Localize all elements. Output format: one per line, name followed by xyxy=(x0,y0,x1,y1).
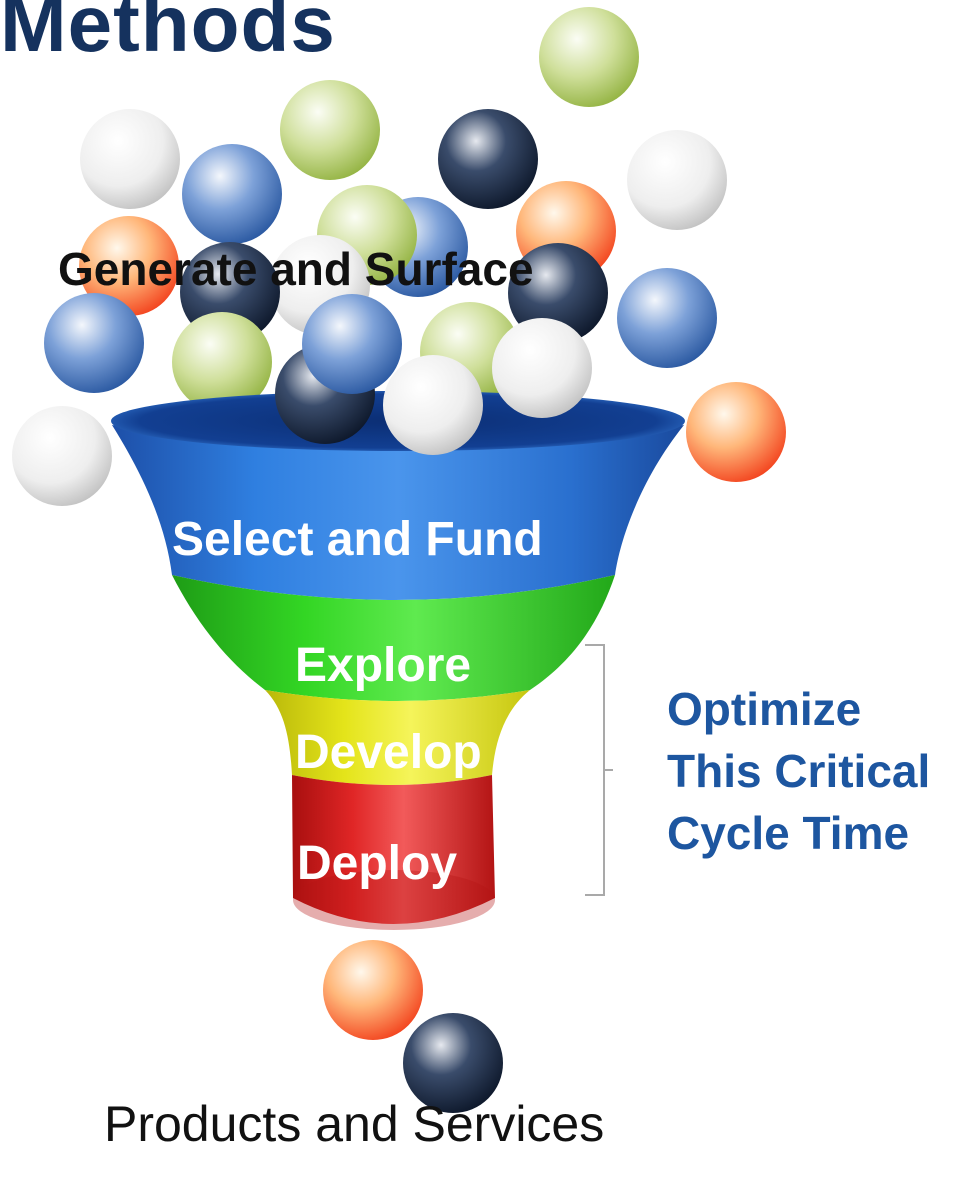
ball-navy xyxy=(403,1013,503,1113)
ball-white xyxy=(627,130,727,230)
callout-text: Optimize This Critical Cycle Time xyxy=(667,678,930,864)
ball-orange xyxy=(79,216,179,316)
funnel-spout xyxy=(293,870,495,930)
ball-green xyxy=(280,80,380,180)
ball-white xyxy=(12,406,112,506)
page-title: Methods xyxy=(0,0,336,68)
ball-blue xyxy=(44,293,144,393)
ball-blue xyxy=(617,268,717,368)
ball-navy xyxy=(508,243,608,343)
ball-green xyxy=(539,7,639,107)
balls-output xyxy=(323,940,503,1113)
cycle-bracket xyxy=(585,644,613,896)
ball-blue xyxy=(302,294,402,394)
ball-orange xyxy=(686,382,786,482)
ball-green xyxy=(172,312,272,412)
ball-orange xyxy=(323,940,423,1040)
callout-line: Cycle Time xyxy=(667,807,910,859)
ball-white xyxy=(492,318,592,418)
funnel-section-explore xyxy=(172,575,615,701)
balls-front xyxy=(275,294,592,455)
callout-line: This Critical xyxy=(667,745,931,797)
balls-back xyxy=(12,7,786,506)
output-label: Products and Services xyxy=(104,1096,605,1152)
ball-white xyxy=(80,109,180,209)
stage-label-explore: Explore xyxy=(295,639,472,692)
funnel-section-deploy xyxy=(292,775,495,924)
ball-white xyxy=(383,355,483,455)
stage-label-select: Select and Fund xyxy=(172,513,543,566)
callout-line: Optimize xyxy=(667,683,862,735)
funnel-section-select xyxy=(112,425,684,600)
funnel-intake-label: Generate and Surface xyxy=(58,243,534,295)
funnel-section-develop xyxy=(265,690,530,785)
ball-blue xyxy=(182,144,282,244)
ball-navy xyxy=(438,109,538,209)
stage-label-deploy: Deploy xyxy=(297,837,458,890)
stage-label-develop: Develop xyxy=(295,726,482,779)
